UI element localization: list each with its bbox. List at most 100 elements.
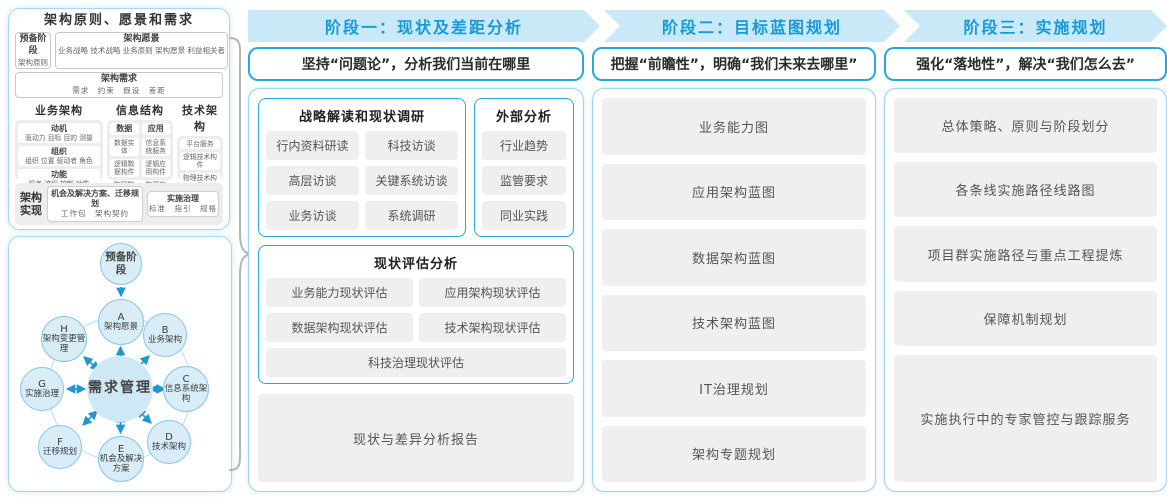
application-item-box: 逻辑应用构件 — [141, 159, 170, 178]
implementation-governance-sub: 标准 指引 规格 — [148, 204, 217, 214]
adm-node-h-architecture-change-management: H 架构变更管理 — [41, 316, 87, 362]
adm-node-letter: B — [161, 324, 169, 336]
motivation-sub: 驱动力 目标 目的 测量 — [25, 133, 93, 142]
opportunities-migration-box: 机会及解决方案、迁移规划 工作包 架构契约 — [47, 186, 143, 222]
motivation-box: 动机 驱动力 目标 目的 测量 — [18, 122, 100, 143]
adm-cycle-panel: 预备阶段 需求管理 A 架构愿景 B 业务架构 C 信息系统架构 D 技术架构 — [8, 236, 232, 492]
adm-node-label: 实施治理 — [24, 388, 59, 399]
adm-node-label: 架构愿景 — [103, 321, 138, 332]
architecture-vision-box: 架构愿景 业务战略 技术战略 业务原则 架构愿景 利益相关者 — [55, 32, 229, 70]
phase3-item: 保障机制规划 — [894, 290, 1157, 346]
phase3-item: 项目群实施路径与重点工程提炼 — [894, 226, 1157, 282]
architecture-realization-row: 架构实现 机会及解决方案、迁移规划 工作包 架构契约 实施治理 标准 指引 规格 — [15, 183, 223, 225]
phase3-subtitle-box: 强化“落地性”，解决“我们怎么去” — [884, 47, 1167, 81]
application-subcolumn: 应用 信息系统服务 逻辑应用构件 物理应用构件 — [141, 122, 170, 199]
adm-node-label: 架构变更管理 — [42, 333, 86, 354]
adm-node-letter: G — [38, 378, 46, 390]
organization-box: 组织 组织 位置 驱动者 角色 — [18, 145, 100, 167]
business-architecture-header: 业务架构 — [35, 103, 83, 117]
adm-cycle-diagram: 预备阶段 需求管理 A 架构愿景 B 业务架构 C 信息系统架构 D 技术架构 — [9, 237, 231, 491]
architecture-realization-label: 架构实现 — [20, 190, 42, 217]
external-item: 行业趋势 — [482, 131, 566, 160]
phase2-item: 架构专题规划 — [602, 425, 866, 482]
application-item: 信息系统服务 — [145, 138, 166, 155]
phase3-item: 总体策略、原则与阶段划分 — [894, 98, 1157, 154]
survey-item: 高层访谈 — [266, 166, 359, 195]
assessment-item: 数据架构现状评估 — [266, 313, 413, 342]
information-structure-header: 信息结构 — [116, 103, 164, 117]
assessment-item-wide: 科技治理现状评估 — [266, 348, 566, 377]
adm-node-letter: F — [57, 436, 63, 448]
phase2-content-panel: 业务能力图 应用架构蓝图 数据架构蓝图 技术架构蓝图 IT治理规划 架构专题规划 — [592, 88, 876, 492]
data-item-box: 数据实体 — [110, 137, 139, 157]
prep-phase-box: 预备阶段 架构原则 — [15, 32, 51, 70]
opportunities-migration-title: 机会及解决方案、迁移规划 — [50, 189, 139, 209]
external-analysis-title: 外部分析 — [495, 110, 552, 125]
adm-node-f-migration-planning: F 迁移规划 — [38, 425, 82, 469]
phase1-header-band: 阶段一：现状及差距分析 — [248, 10, 600, 42]
phase1-top-row: 战略解读和现状调研 行内资料研读 科技访谈 高层访谈 关键系统访谈 业务访谈 系… — [258, 98, 574, 237]
survey-item: 科技访谈 — [365, 131, 458, 160]
requirements-sub: 需求 约束 假设 差距 — [72, 86, 166, 96]
prep-phase-sub: 架构原则 — [18, 57, 48, 67]
phase2-subtitle-box: 把握“前瞻性”，明确“我们未来去哪里” — [592, 47, 876, 81]
adm-node-label: 机会及解决方案 — [99, 453, 143, 474]
phase2-header-band: 阶段二：目标蓝图规划 — [604, 10, 900, 42]
info-grid: 数据 数据实体 逻辑数据构件 物理数据构件 应用 信息系统服务 逻辑应用构件 — [110, 122, 170, 199]
opportunities-migration-sub: 工作包 架构契约 — [60, 209, 129, 219]
assessment-grid: 业务能力现状评估 应用架构现状评估 数据架构现状评估 技术架构现状评估 — [266, 278, 566, 342]
phase3-header-band: 阶段三：实施规划 — [904, 10, 1167, 42]
data-header-box: 数据 — [110, 122, 139, 135]
current-assessment-title: 现状评估分析 — [373, 257, 458, 272]
function-title: 功能 — [51, 170, 67, 180]
phase1-content-panel: 战略解读和现状调研 行内资料研读 科技访谈 高层访谈 关键系统访谈 业务访谈 系… — [248, 88, 584, 492]
adm-node-requirements-management: 需求管理 — [87, 356, 153, 422]
adm-node-label: 预备阶段 — [105, 251, 137, 276]
assessment-item: 业务能力现状评估 — [266, 278, 413, 307]
strategy-survey-grid: 行内资料研读 科技访谈 高层访谈 关键系统访谈 业务访谈 系统调研 — [266, 131, 458, 230]
prep-vision-row: 预备阶段 架构原则 架构愿景 业务战略 技术战略 业务原则 架构愿景 利益相关者 — [15, 32, 229, 70]
adm-node-preparation: 预备阶段 — [100, 243, 142, 285]
application-header: 应用 — [147, 123, 164, 133]
adm-node-label: 需求管理 — [88, 380, 152, 397]
information-structure-column: 信息结构 数据 数据实体 逻辑数据构件 物理数据构件 — [107, 101, 173, 199]
adm-node-letter: C — [182, 373, 190, 385]
tech-item: 逻辑技术构件 — [183, 152, 217, 170]
organization-title: 组织 — [51, 146, 67, 156]
panel-title: 架构原则、愿景和需求 — [43, 13, 194, 28]
survey-item: 业务访谈 — [266, 201, 359, 230]
phase2-item: 数据架构蓝图 — [602, 229, 866, 286]
tech-item-box: 逻辑技术构件 — [180, 151, 220, 171]
phase2-item: 技术架构蓝图 — [602, 294, 866, 351]
phase1-subtitle-text: 坚持“问题论”，分析我们当前在哪里 — [301, 57, 531, 73]
phase3-subtitle-text: 强化“落地性”，解决“我们怎么去” — [916, 57, 1135, 73]
business-architecture-column: 业务架构 动机 驱动力 目标 目的 测量 组织 组织 位置 驱动者 角色 功能 … — [15, 101, 103, 190]
technical-architecture-group: 平台服务 逻辑技术构件 物理技术构件 — [177, 135, 223, 192]
adm-node-b-business-architecture: B 业务架构 — [143, 313, 187, 357]
adm-node-letter: E — [117, 443, 125, 455]
survey-item: 系统调研 — [365, 201, 458, 230]
adm-node-e-opportunities-solutions: E 机会及解决方案 — [98, 436, 144, 482]
adm-node-letter: D — [165, 431, 173, 443]
application-item-box: 信息系统服务 — [141, 137, 170, 157]
survey-item: 行内资料研读 — [266, 131, 359, 160]
external-analysis-box: 外部分析 行业趋势 监管要求 同业实践 — [474, 98, 574, 237]
implementation-governance-title: 实施治理 — [166, 194, 199, 204]
phase2-item: 应用架构蓝图 — [602, 163, 866, 220]
adm-node-letter: A — [117, 311, 125, 323]
external-analysis-list: 行业趋势 监管要求 同业实践 — [482, 131, 566, 230]
technical-architecture-header: 技术架构 — [182, 103, 218, 133]
phase3-content-panel: 总体策略、原则与阶段划分 各条线实施路径线路图 项目群实施路径与重点工程提炼 保… — [884, 88, 1167, 492]
current-assessment-box: 现状评估分析 业务能力现状评估 应用架构现状评估 数据架构现状评估 技术架构现状… — [258, 245, 574, 384]
adm-node-a-architecture-vision: A 架构愿景 — [98, 299, 144, 345]
phase2-header-text: 阶段二：目标蓝图规划 — [661, 18, 842, 37]
data-subcolumn: 数据 数据实体 逻辑数据构件 物理数据构件 — [110, 122, 139, 199]
prep-phase-title: 预备阶段 — [19, 34, 47, 56]
adm-node-label: 信息系统架构 — [164, 383, 208, 404]
adm-node-label: 业务架构 — [147, 334, 182, 345]
data-item: 逻辑数据构件 — [114, 160, 135, 177]
external-item: 同业实践 — [482, 201, 566, 230]
gap-analysis-report-box: 现状与差异分析报告 — [258, 394, 574, 482]
phase2-subtitle-text: 把握“前瞻性”，明确“我们未来去哪里” — [610, 57, 858, 73]
